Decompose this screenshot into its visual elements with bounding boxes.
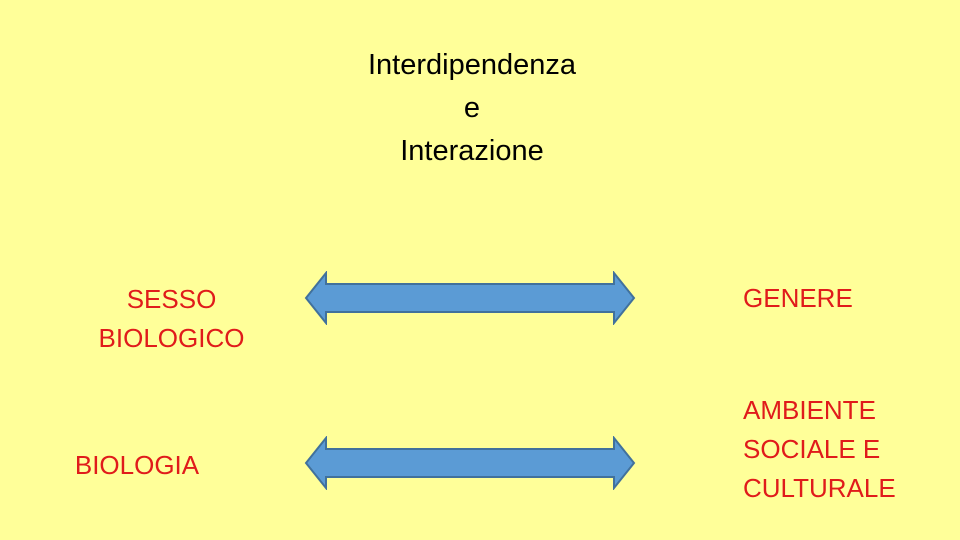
label-genere: GENERE <box>743 279 853 318</box>
label-sesso-biologico: SESSO BIOLOGICO <box>80 280 263 358</box>
label-sesso-line-1: SESSO <box>126 284 217 314</box>
title-line-2: e <box>463 92 481 124</box>
label-biologia-text: BIOLOGIA <box>74 450 200 480</box>
label-ambiente-line-3: CULTURALE <box>743 473 896 503</box>
label-biologia: BIOLOGIA <box>62 446 212 485</box>
label-genere-text: GENERE <box>743 283 853 313</box>
slide-title: Interdipendenza e Interazione <box>300 44 644 173</box>
double-arrow-shape-top <box>304 271 636 325</box>
double-arrow-shape-bottom <box>304 436 636 490</box>
label-ambiente-line-1: AMBIENTE <box>743 395 876 425</box>
title-line-3: Interazione <box>400 135 544 167</box>
title-line-1: Interdipendenza <box>368 49 576 81</box>
label-ambiente-sociale-culturale: AMBIENTE SOCIALE E CULTURALE <box>743 391 896 508</box>
label-ambiente-line-2: SOCIALE E <box>743 434 881 464</box>
double-arrow-bottom <box>304 436 636 490</box>
label-sesso-line-2: BIOLOGICO <box>98 323 245 353</box>
double-arrow-top <box>304 271 636 325</box>
